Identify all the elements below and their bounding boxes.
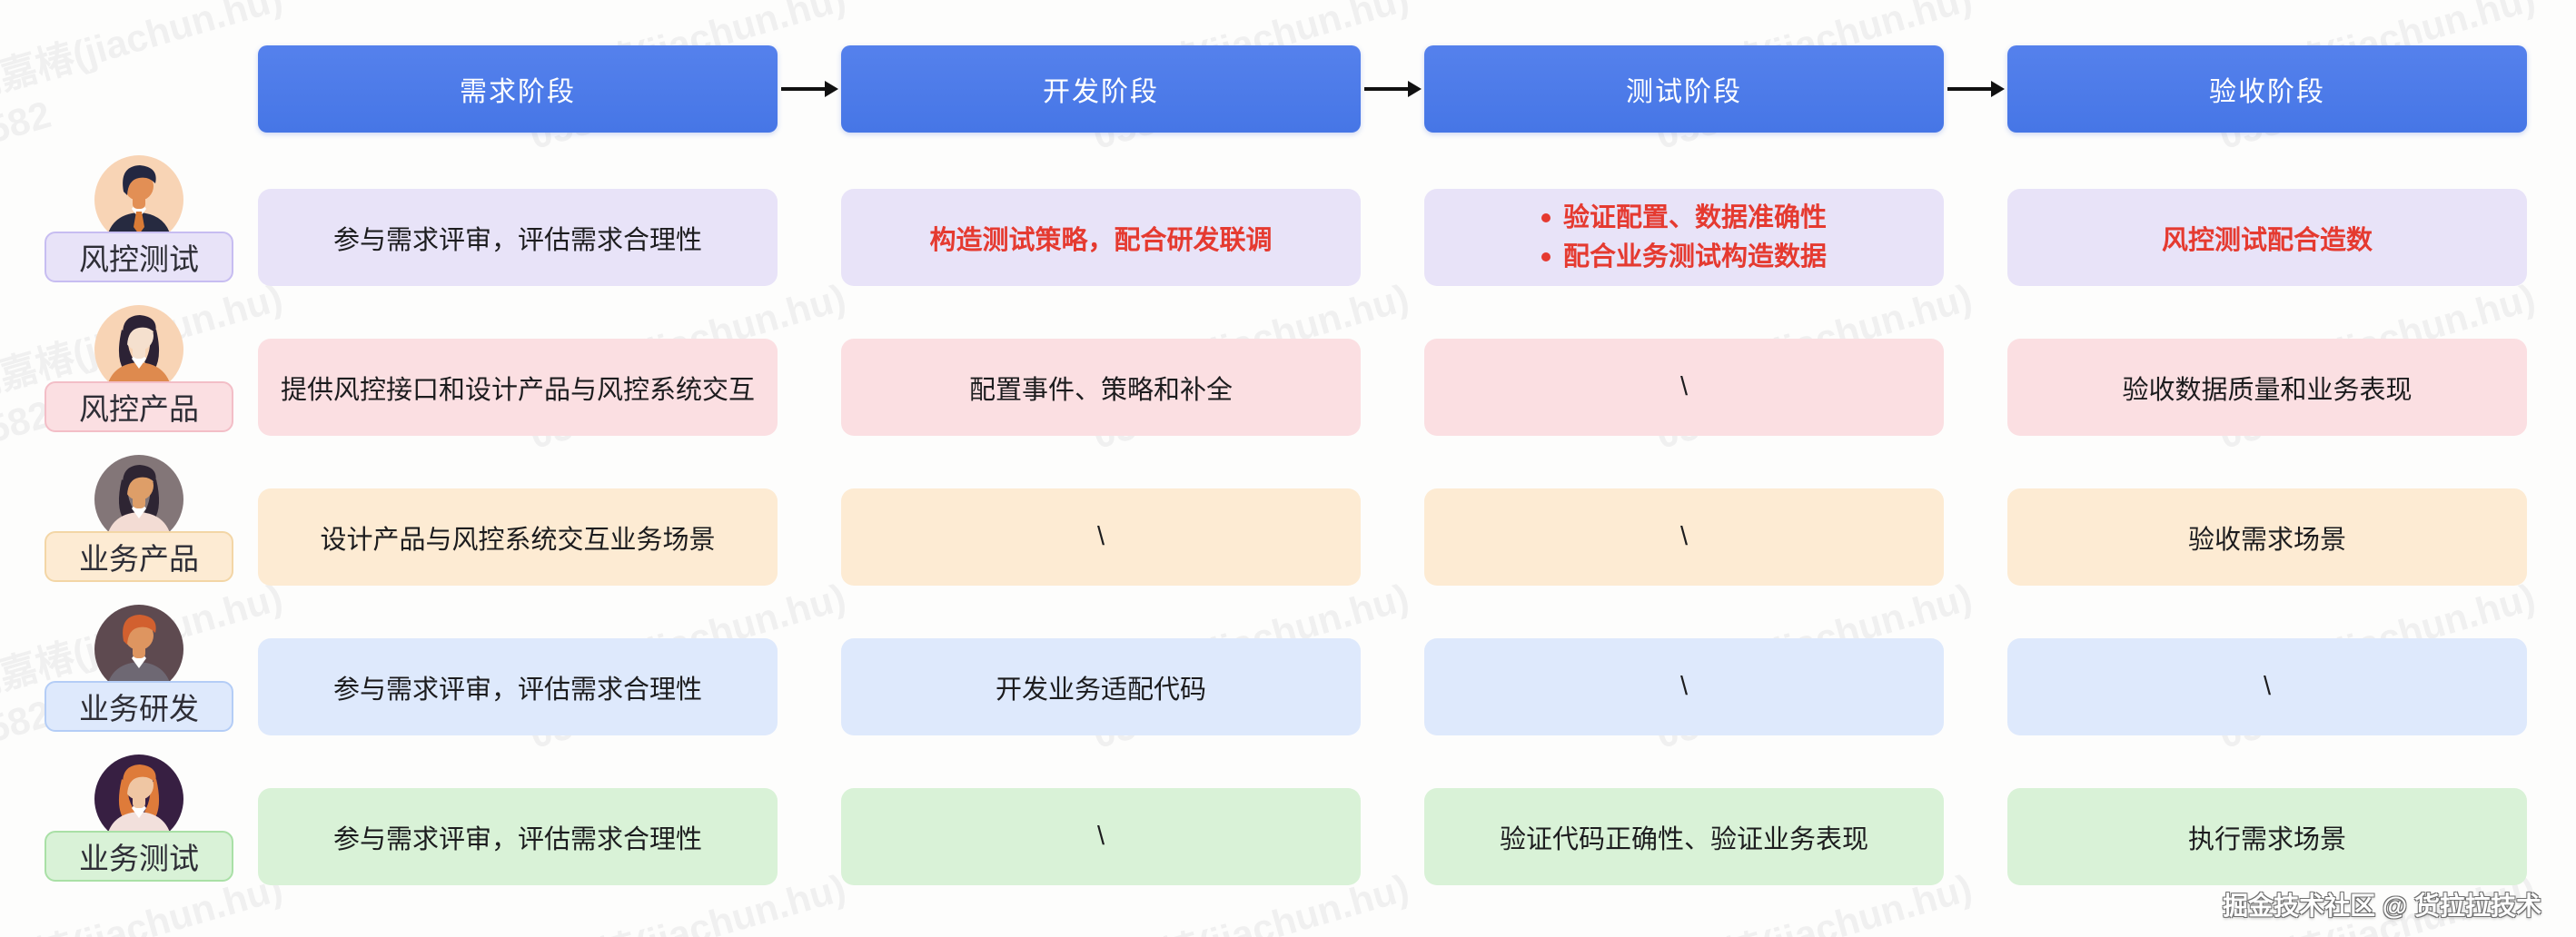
cell-risk-product-phase-2: 配置事件、策略和补全 — [841, 339, 1361, 436]
risk-test-avatar-icon — [94, 154, 184, 245]
role-biz-test: 业务测试 — [45, 755, 233, 885]
cell-biz-test-phase-4: 执行需求场景 — [2007, 788, 2527, 885]
cell-biz-product-phase-4: 验收需求场景 — [2007, 488, 2527, 586]
role-risk-product: 风控产品 — [45, 305, 233, 436]
cell-biz-product-phase-3: \ — [1424, 488, 1944, 586]
row-biz-product: 业务产品设计产品与风控系统交互业务场景 \ \ 验收需求场景 — [45, 455, 2576, 586]
bullet-dot-icon — [1541, 252, 1551, 261]
bullet-item: 配合业务测试构造数据 — [1541, 242, 1827, 273]
bullet-item: 验证配置、数据准确性 — [1541, 202, 1827, 234]
bullet-text: 验证配置、数据准确性 — [1562, 202, 1827, 232]
cell-biz-test-phase-1: 参与需求评审，评估需求合理性 — [258, 788, 778, 885]
bullet-text: 配合业务测试构造数据 — [1562, 242, 1827, 271]
role-label-biz-dev: 业务研发 — [45, 681, 233, 732]
cell-risk-test-phase-1: 参与需求评审，评估需求合理性 — [258, 189, 778, 286]
cell-biz-dev-phase-3: \ — [1424, 638, 1944, 735]
cell-biz-test-phase-3: 验证代码正确性、验证业务表现 — [1424, 788, 1944, 885]
phase-pill-4: 验收阶段 — [2007, 45, 2527, 133]
role-label-risk-product: 风控产品 — [45, 381, 233, 432]
phase-header-row: 需求阶段开发阶段测试阶段验收阶段 — [258, 45, 2576, 133]
cell-biz-dev-phase-4: \ — [2007, 638, 2527, 735]
phase-pill-1: 需求阶段 — [258, 45, 778, 133]
cell-biz-product-phase-2: \ — [841, 488, 1361, 586]
cell-risk-product-phase-1: 提供风控接口和设计产品与风控系统交互 — [258, 339, 778, 436]
cell-risk-test-phase-2: 构造测试策略，配合研发联调 — [841, 189, 1361, 286]
phase-pill-2: 开发阶段 — [841, 45, 1361, 133]
role-label-risk-test: 风控测试 — [45, 232, 233, 282]
row-risk-product: 风控产品提供风控接口和设计产品与风控系统交互配置事件、策略和补全 \ 验收数据质量和… — [45, 305, 2576, 436]
phase-pill-3: 测试阶段 — [1424, 45, 1944, 133]
row-biz-dev: 业务研发参与需求评审，评估需求合理性开发业务适配代码 \ \ — [45, 605, 2576, 735]
cell-risk-product-phase-4: 验收数据质量和业务表现 — [2007, 339, 2527, 436]
bullet-list: 验证配置、数据准确性配合业务测试构造数据 — [1541, 202, 1827, 273]
role-rows: 风控测试参与需求评审，评估需求合理性构造测试策略，配合研发联调验证配置、数据准确… — [45, 155, 2576, 885]
credit-text: 掘金技术社区 @ 货拉拉技术 — [2223, 892, 2541, 920]
role-label-biz-product: 业务产品 — [45, 531, 233, 582]
cell-risk-test-phase-4: 风控测试配合造数 — [2007, 189, 2527, 286]
role-biz-dev: 业务研发 — [45, 605, 233, 735]
cell-biz-test-phase-2: \ — [841, 788, 1361, 885]
cell-biz-dev-phase-1: 参与需求评审，评估需求合理性 — [258, 638, 778, 735]
bullet-dot-icon — [1541, 213, 1551, 223]
role-biz-product: 业务产品 — [45, 455, 233, 586]
role-risk-test: 风控测试 — [45, 155, 233, 286]
cell-biz-product-phase-1: 设计产品与风控系统交互业务场景 — [258, 488, 778, 586]
flow-arrow-icon — [1944, 79, 2007, 99]
cell-biz-dev-phase-2: 开发业务适配代码 — [841, 638, 1361, 735]
flow-arrow-icon — [1361, 79, 1424, 99]
risk-product-avatar-icon — [94, 304, 184, 395]
cell-risk-product-phase-3: \ — [1424, 339, 1944, 436]
flow-arrow-icon — [778, 79, 841, 99]
cell-risk-test-phase-3: 验证配置、数据准确性配合业务测试构造数据 — [1424, 189, 1944, 286]
row-biz-test: 业务测试参与需求评审，评估需求合理性 \ 验证代码正确性、验证业务表现执行需求场景 — [45, 755, 2576, 885]
row-risk-test: 风控测试参与需求评审，评估需求合理性构造测试策略，配合研发联调 验证配置、数据准确… — [45, 155, 2576, 286]
role-label-biz-test: 业务测试 — [45, 831, 233, 882]
